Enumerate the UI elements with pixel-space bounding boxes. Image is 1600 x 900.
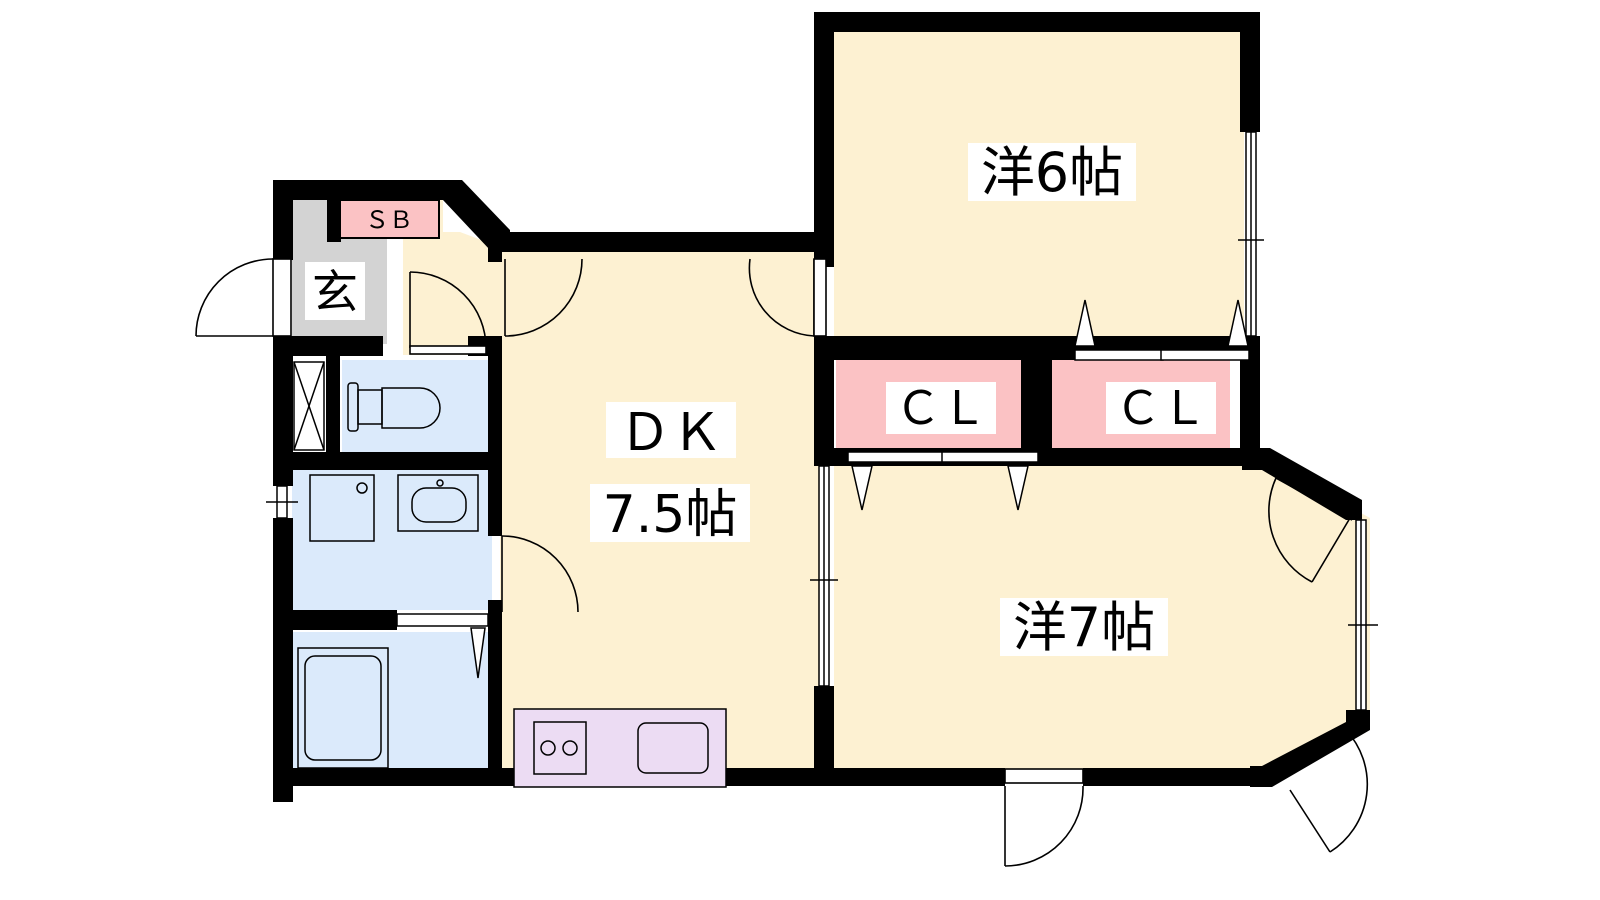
- shoe-box-floor: [338, 199, 440, 239]
- fixtures: [293, 361, 727, 788]
- bathtub-icon: [297, 647, 389, 769]
- wall-w7-bay-lower: [1250, 710, 1370, 787]
- label-entrance: 玄: [312, 265, 358, 319]
- label-dk: ＤＫ: [619, 403, 723, 463]
- label-shoe-box: ＳＢ: [365, 206, 413, 234]
- wall-toilet-bottom: [273, 452, 500, 470]
- doors: [195, 258, 1369, 867]
- label-closet-left: ＣＬ: [895, 381, 987, 435]
- kitchen-counter: [513, 708, 727, 788]
- label-western-7: 洋7帖: [1013, 596, 1155, 659]
- wall-left-mid: [273, 336, 293, 486]
- bathroom-floor: [292, 632, 492, 768]
- stove-icon: [533, 721, 587, 775]
- toilet-floor: [342, 360, 492, 452]
- wall-top-dk: [490, 232, 834, 252]
- windows: [266, 131, 1378, 711]
- toilet-icon: [347, 382, 441, 432]
- washroom-floor: [292, 470, 492, 610]
- wall-left-bottom: [273, 518, 293, 802]
- wall-wash-bottom: [273, 610, 397, 630]
- labels: 洋6帖 洋7帖 ＤＫ 7.5帖 ＣＬ ＣＬ 玄 ＳＢ: [305, 141, 1216, 659]
- closet-doors: [396, 299, 1250, 679]
- wall-entrance-bottom: [273, 336, 383, 356]
- wall-w7-bay-upper: [1242, 448, 1362, 520]
- wall-w6-right-bottom: [1240, 336, 1260, 466]
- wash-basin-icon: [397, 474, 479, 532]
- label-dk-size: 7.5帖: [603, 485, 738, 545]
- sink-icon: [637, 722, 709, 774]
- washing-machine-icon: [309, 474, 375, 542]
- wall-top-entrance: [273, 180, 455, 200]
- wall-dk-right-bottom: [814, 686, 834, 786]
- wall-ps-right: [326, 356, 340, 456]
- wall-closet-divider: [1021, 336, 1052, 466]
- wall-w6-left: [814, 12, 834, 267]
- wall-bottom-right: [1083, 768, 1273, 786]
- wall-dk-right-lower: [814, 336, 834, 466]
- label-western-6: 洋6帖: [981, 141, 1123, 204]
- label-closet-right: ＣＬ: [1115, 381, 1207, 435]
- wall-top-w6: [814, 12, 1258, 32]
- wall-wet-right-1: [488, 336, 502, 536]
- walls: [273, 12, 1370, 802]
- wall-w6-right-top: [1240, 12, 1260, 132]
- wall-dk-left-top: [488, 232, 502, 262]
- wall-wet-right-2: [488, 600, 502, 786]
- wall-sb-left: [327, 180, 341, 242]
